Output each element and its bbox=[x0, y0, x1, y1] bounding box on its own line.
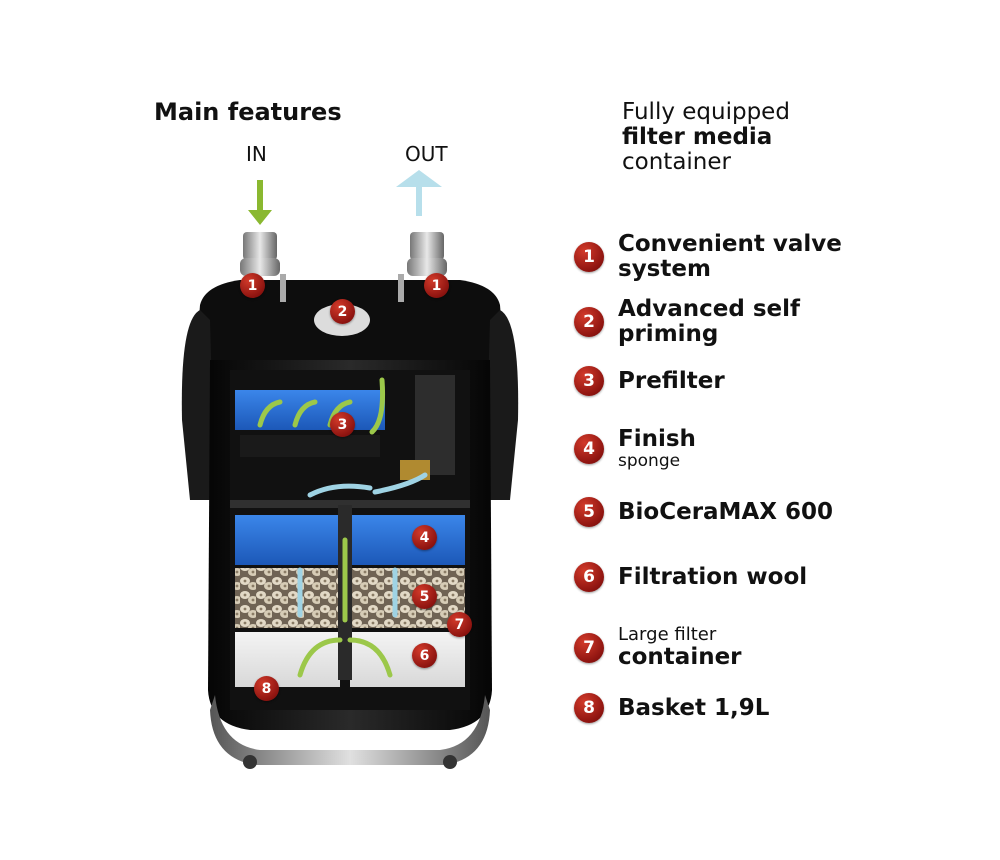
subheading: Fully equipped filter media container bbox=[622, 100, 790, 175]
feature-label: Convenient valve bbox=[618, 231, 842, 257]
callout-badge: 1 bbox=[240, 273, 265, 298]
subheading-line1: Fully equipped bbox=[622, 99, 790, 125]
bioceramax-media-left bbox=[235, 568, 340, 628]
callout-badge: 3 bbox=[330, 412, 355, 437]
inlet-label: IN bbox=[246, 142, 267, 166]
feature-8: 8 Basket 1,9L bbox=[574, 693, 769, 723]
feature-badge: 4 bbox=[574, 433, 604, 464]
callout-badge: 5 bbox=[412, 584, 437, 609]
feature-label: Prefilter bbox=[618, 367, 725, 394]
callout-badge: 1 bbox=[424, 273, 449, 298]
feature-label: priming bbox=[618, 321, 719, 347]
feature-label: BioCeraMAX 600 bbox=[618, 498, 833, 525]
feature-3: 3 Prefilter bbox=[574, 366, 725, 396]
callout-badge: 2 bbox=[330, 299, 355, 324]
feature-2: 2 Advanced self priming bbox=[574, 297, 800, 347]
bioceramax-media-right bbox=[350, 568, 465, 628]
callout-badge: 7 bbox=[447, 612, 472, 637]
feature-5: 5 BioCeraMAX 600 bbox=[574, 497, 833, 527]
callout-badge: 8 bbox=[254, 676, 279, 701]
finish-sponge-left bbox=[235, 515, 340, 565]
outlet-label: OUT bbox=[405, 142, 448, 166]
callout-badge: 6 bbox=[412, 643, 437, 668]
feature-label: Filtration wool bbox=[618, 563, 808, 590]
prefilter-sponge bbox=[235, 390, 385, 430]
filtration-wool-right bbox=[350, 632, 465, 687]
feature-label: Large filter bbox=[618, 624, 717, 645]
filter-base bbox=[210, 695, 490, 765]
feature-6: 6 Filtration wool bbox=[574, 562, 807, 592]
pump-housing bbox=[415, 375, 455, 475]
feature-badge: 2 bbox=[574, 307, 604, 337]
feature-badge: 6 bbox=[574, 562, 604, 592]
inlet-arrow bbox=[248, 180, 272, 225]
feature-badge: 7 bbox=[574, 632, 604, 663]
feature-label: Basket 1,9L bbox=[618, 694, 770, 721]
feature-badge: 3 bbox=[574, 366, 604, 396]
feature-badge: 1 bbox=[574, 242, 604, 272]
feature-label: system bbox=[618, 256, 711, 282]
feature-badge: 5 bbox=[574, 497, 604, 527]
feature-badge: 8 bbox=[574, 693, 604, 723]
valve-right bbox=[407, 232, 447, 276]
feature-label: Finish bbox=[618, 426, 696, 452]
subheading-line3: container bbox=[622, 149, 731, 175]
outlet-arrow bbox=[396, 170, 442, 216]
feature-sublabel: sponge bbox=[618, 451, 681, 471]
filter-illustration bbox=[181, 170, 519, 769]
main-title: Main features bbox=[154, 98, 342, 126]
feature-label: Advanced self bbox=[618, 296, 801, 322]
finish-sponge-right bbox=[350, 515, 465, 565]
feature-7: 7 Large filter container bbox=[574, 625, 742, 670]
feature-4: 4 Finish sponge bbox=[574, 427, 696, 470]
feature-label: container bbox=[618, 644, 742, 670]
callout-badge: 4 bbox=[412, 525, 437, 550]
subheading-line2: filter media bbox=[622, 124, 773, 150]
valve-left bbox=[240, 232, 280, 276]
feature-1: 1 Convenient valve system bbox=[574, 232, 842, 282]
